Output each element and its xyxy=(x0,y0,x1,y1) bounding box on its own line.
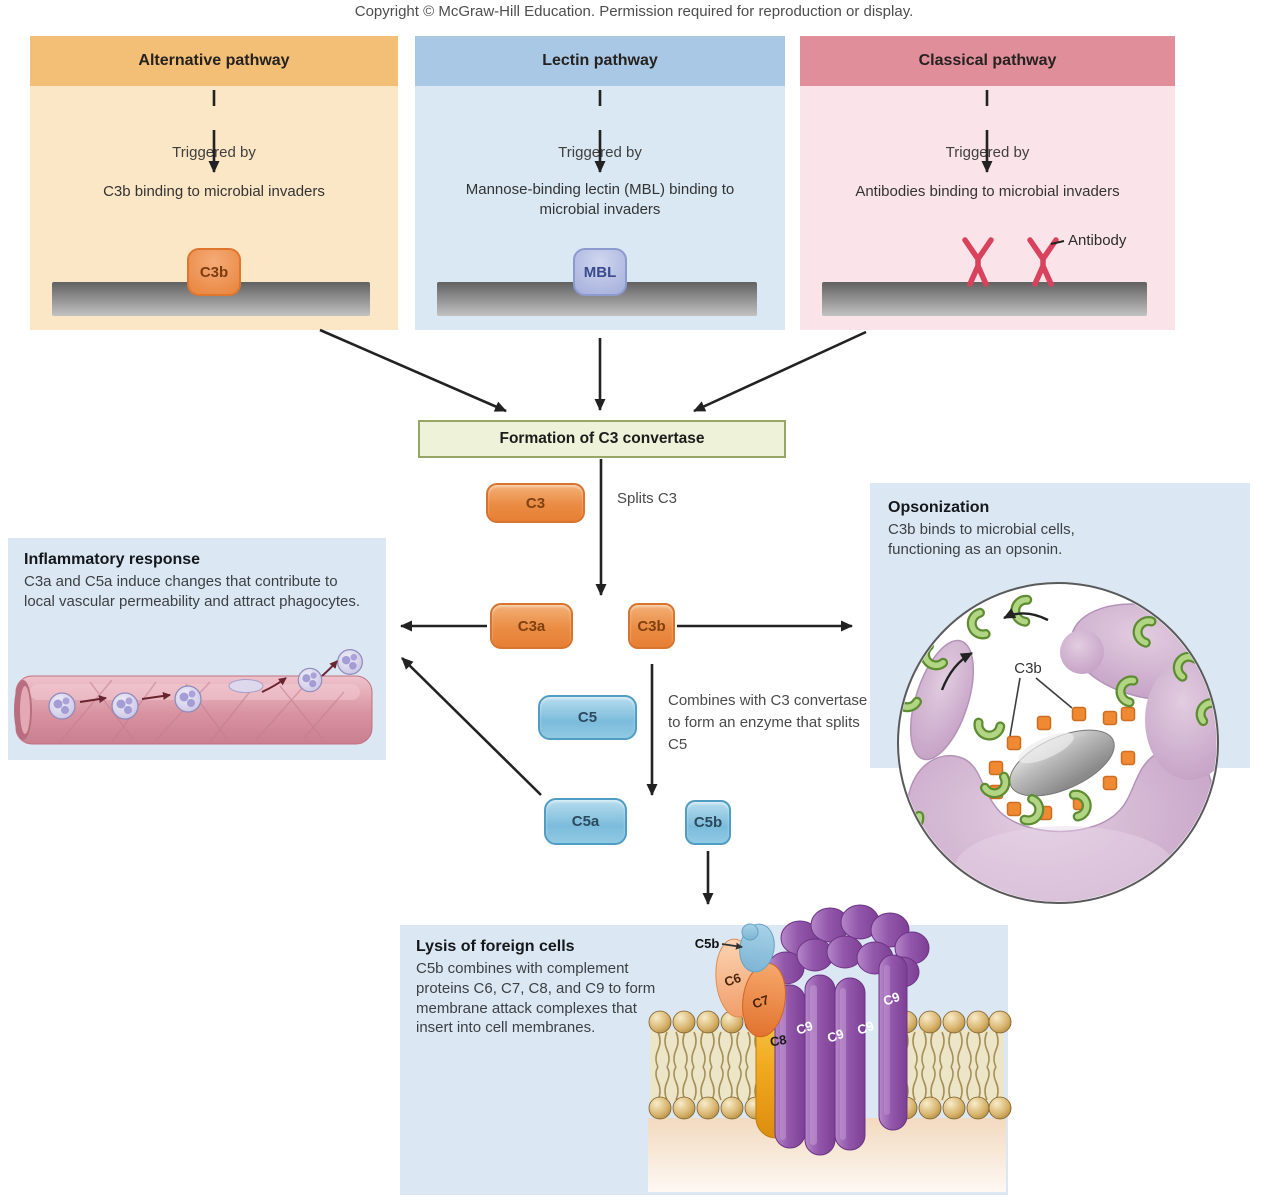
formation-c3-convertase-box: Formation of C3 convertase xyxy=(418,420,786,458)
classical-microbe-membrane xyxy=(822,282,1147,316)
inflammatory-response-box: Inflammatory response C3a and C5a induce… xyxy=(8,538,386,760)
antibody-label: Antibody xyxy=(1068,232,1127,249)
opsonization-box: Opsonization C3b binds to microbial cell… xyxy=(870,483,1250,768)
lectin-pathway-title: Lectin pathway xyxy=(415,36,785,86)
classical-triggered-by: Triggered by xyxy=(945,144,1030,161)
lectin-triggered-by: Triggered by xyxy=(558,144,642,161)
c3-pill: C3 xyxy=(486,483,585,523)
lysis-box: Lysis of foreign cells C5b combines with… xyxy=(400,925,1008,1195)
c5-pill: C5 xyxy=(538,695,637,740)
lysis-title: Lysis of foreign cells xyxy=(416,938,575,955)
opsonization-title: Opsonization xyxy=(888,499,990,516)
alternative-triggered-by: Triggered by xyxy=(172,144,256,161)
panel-classical-pathway: Classical pathway Triggered by Antibodie… xyxy=(800,36,1175,330)
opsonization-body: C3b binds to microbial cells, functionin… xyxy=(888,521,1075,558)
panel-alternative-pathway: Alternative pathway Triggered by C3b bin… xyxy=(30,36,398,330)
classical-pathway-title: Classical pathway xyxy=(800,36,1175,86)
lectin-description: Mannose-binding lectin (MBL) binding to … xyxy=(465,181,735,218)
mbl-marker: MBL xyxy=(573,248,627,296)
alternative-description: C3b binding to microbial invaders xyxy=(103,183,325,200)
inflammatory-body: C3a and C5a induce changes that contribu… xyxy=(24,573,361,610)
c5a-pill: C5a xyxy=(544,798,627,845)
combines-text: Combines with C3 convertase to form an e… xyxy=(668,692,868,753)
panel-lectin-pathway: Lectin pathway Triggered by Mannose-bind… xyxy=(415,36,785,330)
alternative-pathway-title: Alternative pathway xyxy=(30,36,398,86)
copyright-text: Copyright © McGraw-Hill Education. Permi… xyxy=(354,3,914,20)
c3b-pill: C3b xyxy=(628,603,675,649)
c3a-pill: C3a xyxy=(490,603,573,649)
c5b-pill: C5b xyxy=(685,800,731,845)
lysis-body: C5b combines with complement proteins C6… xyxy=(416,960,656,1037)
classical-description: Antibodies binding to microbial invaders xyxy=(855,183,1120,200)
splits-c3-label: Splits C3 xyxy=(617,490,678,507)
inflammatory-title: Inflammatory response xyxy=(24,551,201,568)
c3b-marker: C3b xyxy=(187,248,241,296)
